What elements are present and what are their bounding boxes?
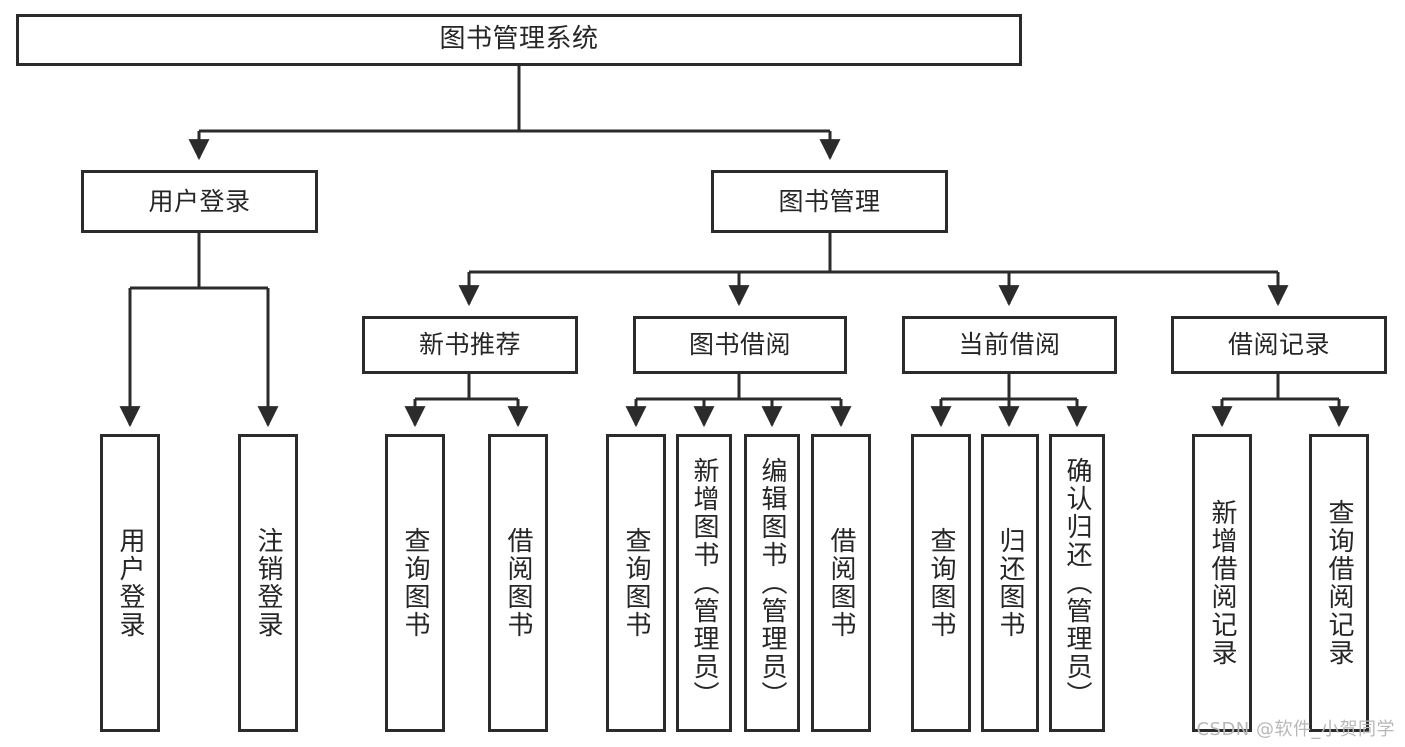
csdn-watermark: CSDN @软件_小贺同学 — [1196, 719, 1395, 740]
leaf-query-book-2[interactable]: 查询图书 — [606, 434, 666, 732]
node-label: 借阅记录 — [1227, 330, 1330, 359]
node-label: 查询图书 — [621, 527, 652, 639]
leaf-borrow-book-2[interactable]: 借阅图书 — [811, 434, 871, 732]
node-label: 新增借阅记录 — [1207, 499, 1238, 667]
leaf-return-book[interactable]: 归还图书 — [981, 434, 1039, 732]
leaf-add-book[interactable]: 新增图书（管理员） — [676, 434, 732, 732]
leaf-edit-book[interactable]: 编辑图书（管理员） — [744, 434, 800, 732]
leaf-query-book-1[interactable]: 查询图书 — [385, 434, 445, 732]
node-book-manage[interactable]: 图书管理 — [711, 170, 948, 233]
leaf-query-record[interactable]: 查询借阅记录 — [1309, 434, 1369, 732]
node-label: 编辑图书（管理员） — [757, 457, 788, 709]
node-label: 归还图书 — [995, 527, 1026, 639]
node-borrow-record[interactable]: 借阅记录 — [1171, 316, 1387, 374]
leaf-borrow-book-1[interactable]: 借阅图书 — [488, 434, 548, 732]
node-label: 新书推荐 — [418, 330, 521, 359]
leaf-add-record[interactable]: 新增借阅记录 — [1192, 434, 1252, 732]
node-label: 查询图书 — [926, 527, 957, 639]
node-current-borrow[interactable]: 当前借阅 — [902, 316, 1117, 374]
node-label: 借阅图书 — [826, 527, 857, 639]
node-label: 新增图书（管理员） — [689, 457, 720, 709]
node-label: 查询借阅记录 — [1324, 499, 1355, 667]
node-label: 注销登录 — [253, 527, 284, 639]
leaf-logout[interactable]: 注销登录 — [238, 434, 298, 732]
node-root-system[interactable]: 图书管理系统 — [16, 14, 1022, 66]
node-label: 图书管理 — [778, 186, 881, 216]
node-label: 当前借阅 — [958, 330, 1061, 359]
node-book-borrow[interactable]: 图书借阅 — [633, 316, 847, 374]
node-user-login[interactable]: 用户登录 — [81, 170, 318, 233]
node-label: 图书管理系统 — [439, 24, 599, 55]
node-label: 确认归还（管理员） — [1062, 457, 1093, 709]
leaf-query-book-3[interactable]: 查询图书 — [911, 434, 971, 732]
node-label: 查询图书 — [400, 527, 431, 639]
node-label: 图书借阅 — [688, 330, 791, 359]
node-label: 借阅图书 — [503, 527, 534, 639]
node-label: 用户登录 — [148, 186, 251, 216]
leaf-confirm-return[interactable]: 确认归还（管理员） — [1049, 434, 1105, 732]
node-label: 用户登录 — [115, 527, 146, 639]
leaf-user-login[interactable]: 用户登录 — [100, 434, 160, 732]
node-new-book-recommend[interactable]: 新书推荐 — [362, 316, 578, 374]
